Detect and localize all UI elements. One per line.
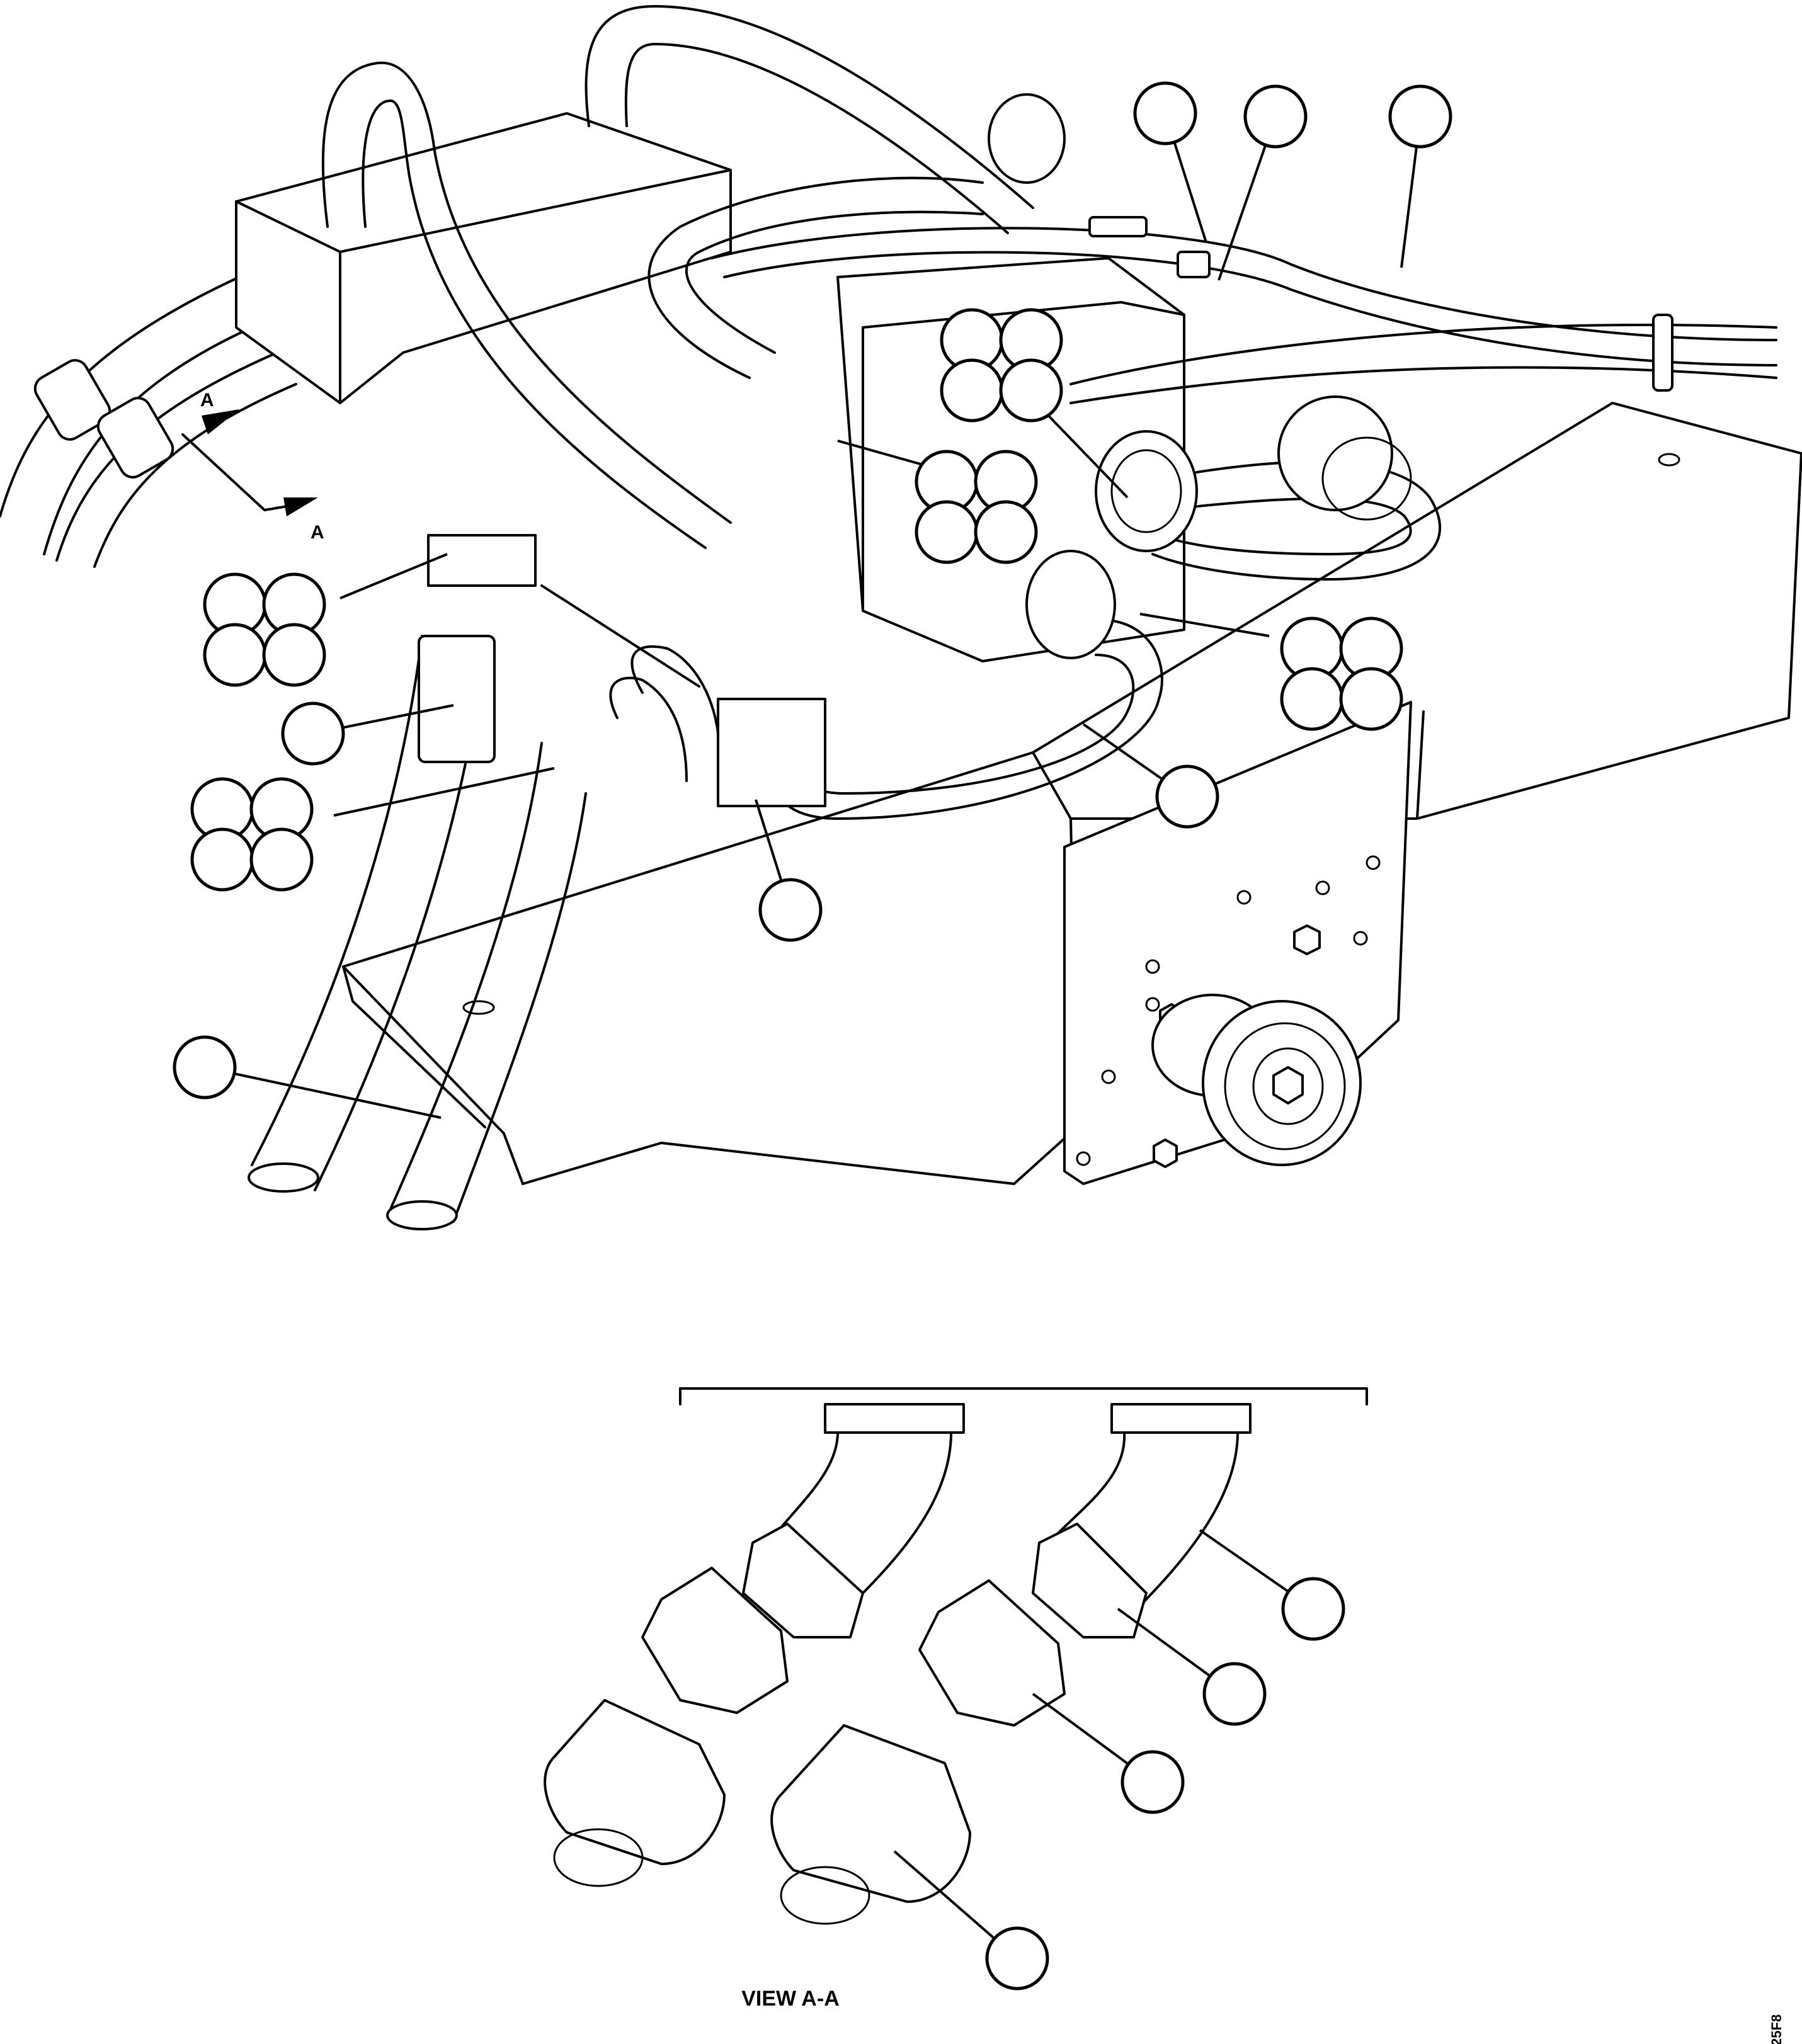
upper-left-hoses	[0, 276, 297, 568]
callout-bubble-22	[203, 623, 267, 687]
callout-leader	[1082, 723, 1163, 781]
pulley-wheel	[1151, 994, 1362, 1166]
detail-mounting-surface	[679, 1387, 1368, 1405]
callout-leader	[339, 553, 448, 599]
callout-bubble-1	[1133, 81, 1197, 145]
callout-bubble-19	[974, 500, 1038, 564]
callout-bubble-5	[1155, 764, 1219, 829]
right-flange	[1095, 430, 1198, 552]
section-marker-bottom: A	[311, 522, 324, 543]
callout-bubble-10	[1121, 1750, 1185, 1814]
detail-right-coupling	[770, 1431, 1239, 1925]
callout-bubble-11	[985, 1926, 1049, 1990]
callout-leader	[755, 799, 783, 882]
upper-manifold	[235, 112, 732, 404]
upper-right-hose-bundle	[710, 216, 1777, 404]
callout-bubble-31	[249, 827, 314, 892]
callout-bubble-3	[1388, 84, 1452, 149]
callout-leader	[1173, 142, 1207, 243]
callout-bubble-23	[262, 623, 326, 687]
clamp-center	[717, 698, 826, 807]
callout-bubble-30	[190, 827, 254, 892]
lower-flange	[1025, 550, 1116, 659]
callout-bubble-15	[999, 358, 1063, 423]
view-caption: VIEW A-A	[741, 1987, 840, 2011]
callout-bubble-2	[1243, 84, 1308, 149]
callout-leader	[234, 1072, 442, 1119]
callout-leader	[1032, 1693, 1129, 1766]
callout-bubble-6	[758, 878, 823, 942]
callout-bubble-7	[173, 1035, 237, 1099]
callout-leader	[1038, 405, 1129, 499]
view-a-a-detail: VIEW A-A	[544, 1387, 1368, 2011]
callout-leader	[333, 767, 555, 817]
callout-bubble-26	[1280, 667, 1344, 731]
callout-bubble-8	[1281, 1577, 1345, 1641]
section-line-a: A A	[181, 390, 324, 543]
callout-bubble-9	[1202, 1662, 1267, 1726]
callout-leader	[1199, 1529, 1289, 1593]
drawing-number: 425F8	[1769, 2014, 1784, 2044]
clamp-left	[427, 534, 537, 587]
callout-leader	[1117, 1608, 1211, 1678]
callout-bubble-4	[281, 701, 345, 766]
detail-left-coupling	[544, 1431, 952, 1887]
callout-bubble-14	[940, 358, 1004, 423]
callout-leader	[1217, 144, 1267, 281]
callout-bubble-18	[915, 500, 979, 564]
callout-leader	[342, 704, 454, 729]
callout-leader	[893, 1850, 996, 1939]
callout-bubbles	[173, 81, 1452, 1990]
left-hose-bundle	[248, 635, 587, 1230]
rear-flange	[1277, 395, 1393, 511]
callout-leader	[1139, 613, 1270, 637]
lower-frame-bracket	[342, 751, 1078, 1185]
callout-bubble-27	[1339, 667, 1403, 731]
callout-leader	[1400, 146, 1418, 268]
section-marker-top: A	[200, 390, 214, 411]
